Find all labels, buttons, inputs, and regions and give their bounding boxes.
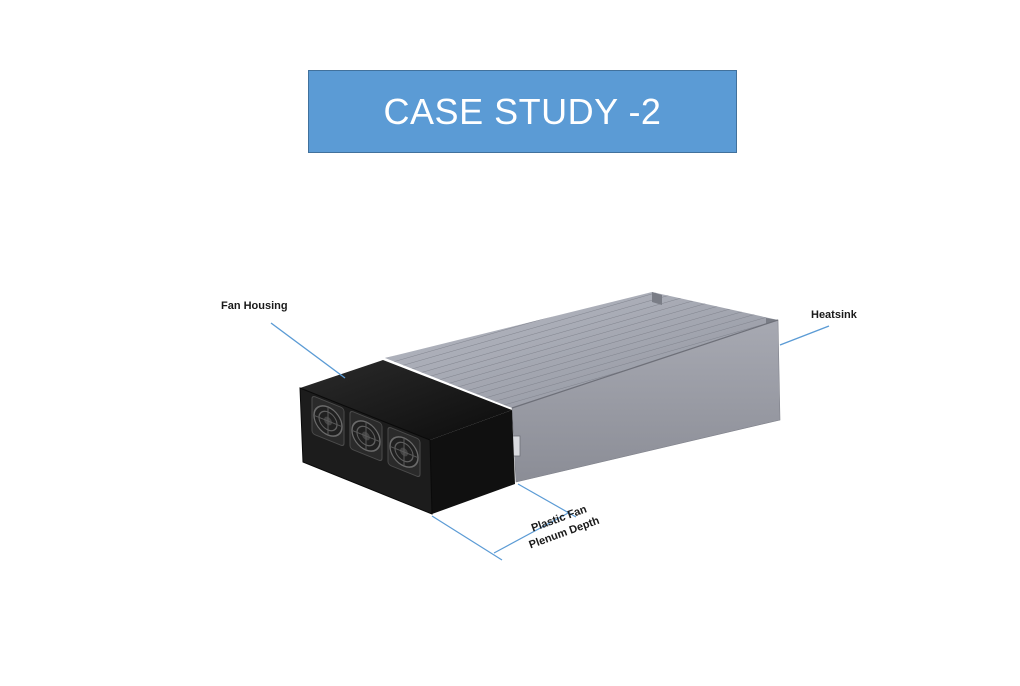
fan-housing-label: Fan Housing	[221, 300, 288, 312]
page-title: CASE STUDY -2	[383, 90, 662, 132]
plenum-extension-left	[431, 515, 503, 561]
title-banner: CASE STUDY -2	[308, 70, 737, 153]
heatsink-leader-line	[779, 325, 830, 346]
heatsink-fin-lines	[385, 292, 778, 408]
heatsink-end-rail	[652, 292, 662, 305]
fan-housing-leader-line	[270, 322, 346, 379]
fan-housing-side	[430, 410, 515, 514]
heatsink-label: Heatsink	[811, 309, 857, 321]
plenum-extension-right	[517, 483, 577, 518]
fan-3	[387, 426, 421, 478]
fan-array	[311, 395, 421, 478]
fan-housing-top	[300, 360, 512, 440]
fan-1	[311, 395, 345, 447]
fan-2	[349, 410, 383, 462]
plenum-dimension-line	[493, 511, 571, 554]
